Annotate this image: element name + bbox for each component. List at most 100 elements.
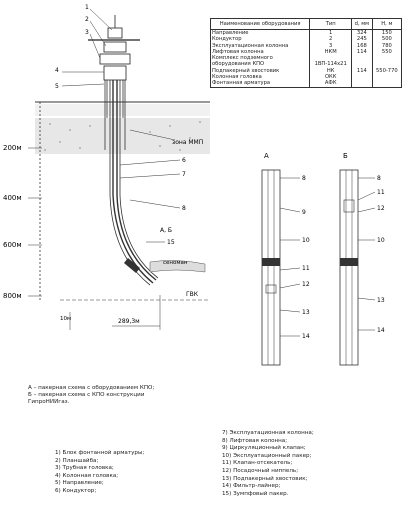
- table-cell: 550: [371, 48, 402, 56]
- ten-m-label: 10м: [60, 316, 71, 322]
- zone-label-senoman: сеноман: [163, 260, 188, 266]
- legend-item: 3) Трубная головка;: [55, 465, 114, 472]
- table-cell: 550-770: [371, 67, 402, 75]
- table-cell: [351, 55, 373, 62]
- table-cell: [351, 74, 373, 81]
- callout-15: 15: [167, 239, 175, 246]
- gvk-label: ГВК: [186, 291, 199, 298]
- table-cell: [351, 80, 373, 88]
- legend-item: 1) Блок фонтанной арматуры;: [55, 450, 145, 456]
- table-cell: Колонная головка: [212, 74, 262, 81]
- table-cell: 150: [371, 29, 402, 37]
- table-cell: 324: [351, 29, 373, 37]
- scheme-notes: А – пакерная схема с оборудованием КПО; …: [28, 385, 208, 405]
- table-header: Наименование оборудования: [210, 18, 310, 30]
- legend-item: 11) Клапан-отсекатель;: [222, 460, 293, 467]
- detail-a-callout-13: 13: [302, 309, 310, 316]
- table-cell: 245: [351, 36, 373, 43]
- zone-mmp-label: зона ММП: [172, 139, 203, 146]
- table-cell: НКМ: [309, 48, 352, 56]
- legend-item: 5) Направление;: [55, 480, 104, 487]
- table-cell: 500: [371, 36, 402, 43]
- table-cell: [371, 55, 402, 62]
- detail-a-callout-12: 12: [302, 281, 310, 288]
- table-cell: [309, 55, 352, 62]
- note-line: Б – пакерная схема с КПО конструкции: [28, 391, 145, 398]
- callout-2: 2: [85, 16, 89, 23]
- callout-5: 5: [55, 83, 59, 90]
- table-cell: Направление: [212, 30, 249, 36]
- legend-item: 2) Планшайба;: [55, 457, 99, 464]
- callout-8: 8: [182, 205, 186, 212]
- detail-a: А 8 9 10 11 12 13 14: [261, 152, 310, 366]
- table-cell: Лифтовая колонна: [212, 48, 264, 55]
- depth-800: 800м: [3, 292, 22, 300]
- table-header-row: Наименование оборудования Тип d, мм Н, м: [210, 18, 402, 30]
- detail-b-callout-11: 11: [377, 189, 385, 196]
- table-cell: 168: [351, 42, 373, 49]
- table-cell: АФК: [309, 80, 352, 88]
- callout-3: 3: [85, 29, 89, 36]
- detail-b-callout-12: 12: [377, 205, 385, 212]
- depth-200: 200м: [3, 144, 22, 152]
- legend-item: 14) Фильтр-лайнер;: [222, 483, 281, 490]
- depth-600: 600м: [3, 241, 22, 249]
- callout-ab: А, Б: [160, 227, 172, 234]
- detail-a-callout-8: 8: [302, 175, 306, 182]
- detail-a-title: А: [264, 152, 269, 160]
- legend-item: 8) Лифтовая колонна;: [222, 437, 288, 444]
- sand-layer: [35, 104, 210, 116]
- note-line: А – пакерная схема с оборудованием КПО;: [28, 385, 155, 391]
- table-cell: Подпакерный хвостовик: [212, 67, 280, 74]
- table-cell: 780: [371, 42, 402, 49]
- table-row: Комплекс подземного: [211, 55, 402, 62]
- table-cell: 1ВП-114х21: [309, 61, 352, 68]
- callout-4: 4: [55, 67, 59, 74]
- table-header: d, мм: [351, 18, 373, 30]
- detail-b: Б 8 11 12 10 13 14: [339, 152, 385, 366]
- table-row: оборудования КПО 1ВП-114х21: [211, 61, 402, 68]
- offset-label: 289,3м: [118, 318, 140, 325]
- note-line: ГипроНИИгаз.: [28, 398, 70, 405]
- legend-item: 4) Колонная головка;: [55, 472, 119, 479]
- legend-item: 7) Эксплуатационная колонна;: [222, 430, 314, 436]
- table-cell: Фонтанная арматура: [212, 80, 271, 87]
- table-header: Н, м: [371, 18, 402, 30]
- legend-item: 10) Эксплуатационный пакер;: [222, 452, 312, 459]
- detail-b-callout-8: 8: [377, 175, 381, 182]
- legend-item: 9) Циркуляционный клапан;: [222, 445, 306, 452]
- detail-b-callout-10: 10: [377, 237, 385, 244]
- detail-a-callout-14: 14: [302, 333, 310, 340]
- table-cell: [351, 61, 373, 68]
- detail-b-callout-14: 14: [377, 327, 385, 334]
- legend-left: 1) Блок фонтанной арматуры; 2) Планшайба…: [55, 450, 215, 496]
- detail-a-callout-11: 11: [302, 265, 310, 272]
- table-cell: Кондуктор: [212, 36, 242, 43]
- callout-1: 1: [85, 4, 89, 11]
- table-cell: Комплекс подземного: [212, 55, 273, 62]
- legend-item: 13) Подпакерный хвостовик;: [222, 475, 308, 482]
- detail-a-callout-10: 10: [302, 237, 310, 244]
- legend-item: 15) Зумпфовый пакер.: [222, 490, 289, 497]
- table-cell: [371, 61, 402, 68]
- equipment-table: Наименование оборудования Тип d, мм Н, м…: [210, 18, 402, 88]
- detail-b-callout-13: 13: [377, 297, 385, 304]
- legend-item: 12) Посадочный ниппель;: [222, 467, 299, 474]
- table-cell: оборудования КПО: [212, 61, 265, 68]
- table-cell: 114: [351, 48, 373, 56]
- table-row: Фонтанная арматура АФК: [211, 80, 402, 88]
- depth-400: 400м: [3, 194, 22, 202]
- table-cell: НК: [309, 67, 352, 75]
- table-cell: [371, 74, 402, 81]
- wellhead: [88, 15, 140, 81]
- table-header: Тип: [309, 18, 352, 30]
- table-cell: 3: [309, 42, 352, 49]
- table-cell: 2: [309, 36, 352, 43]
- table-cell: 114: [351, 67, 373, 75]
- detail-b-title: Б: [343, 152, 348, 160]
